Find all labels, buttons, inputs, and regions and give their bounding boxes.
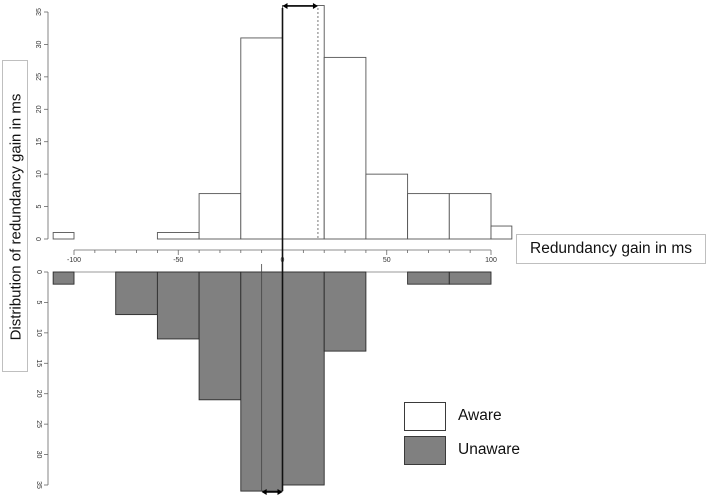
aware-difference-arrow xyxy=(282,3,318,9)
unaware-difference-arrow-head-left xyxy=(261,489,267,495)
x-tick-label--50: -50 xyxy=(173,257,183,264)
unaware-bar-0 xyxy=(52,271,75,285)
aware-bar-0 xyxy=(52,232,75,240)
aware-y-tick-label-25: 25 xyxy=(36,73,43,81)
aware-bar-3 xyxy=(240,37,283,240)
aware-bar-2 xyxy=(198,193,242,240)
aware-bar-9 xyxy=(490,225,513,240)
x-axis-label-box: Redundancy gain in ms xyxy=(516,234,706,264)
unaware-y-tick-label-5: 5 xyxy=(35,300,42,304)
unaware-bar-8 xyxy=(448,271,492,285)
unaware-bar-6 xyxy=(323,271,367,352)
y-axis-label-box: Distribution of redundancy gain in ms xyxy=(2,60,28,372)
aware-y-tick-label-30: 30 xyxy=(36,40,43,48)
aware-bar-7 xyxy=(407,193,450,240)
aware-y-tick-label-10: 10 xyxy=(36,170,43,178)
legend-swatch-aware xyxy=(404,401,446,431)
legend-item-aware: Aware xyxy=(404,400,520,432)
x-tick-label--100: -100 xyxy=(67,257,81,264)
x-axis-label: Redundancy gain in ms xyxy=(530,240,692,257)
unaware-y-tick-label-25: 25 xyxy=(35,420,42,428)
unaware-y-tick-label-15: 15 xyxy=(35,359,42,367)
aware-bar-5 xyxy=(323,56,367,240)
unaware-y-tick-label-10: 10 xyxy=(35,329,42,337)
unaware-y-tick-label-0: 0 xyxy=(35,270,42,274)
x-tick-label-100: 100 xyxy=(485,257,497,264)
unaware-bar-5 xyxy=(282,271,325,486)
unaware-difference-arrow xyxy=(261,489,283,495)
aware-bar-6 xyxy=(365,173,409,240)
aware-y-tick-label-35: 35 xyxy=(36,8,43,16)
unaware-y-tick-label-20: 20 xyxy=(35,390,42,398)
aware-bar-8 xyxy=(448,193,492,240)
unaware-histogram-panel: 0 5 10 15 20 25 30 35 xyxy=(35,270,492,492)
aware-y-tick-label-20: 20 xyxy=(36,105,43,113)
unaware-bar-7 xyxy=(407,271,450,285)
aware-y-tick-label-5: 5 xyxy=(36,205,43,209)
unaware-difference-arrow-head-right xyxy=(277,489,283,495)
aware-bar-1 xyxy=(156,232,200,240)
legend-item-unaware: Unaware xyxy=(404,434,520,466)
x-tick-label-50: 50 xyxy=(383,257,391,264)
unaware-bar-2 xyxy=(156,271,200,340)
unaware-bar-3 xyxy=(198,271,242,401)
mean-difference-annotations xyxy=(261,3,319,495)
legend: Aware Unaware xyxy=(404,400,520,468)
aware-y-tick-label-0: 0 xyxy=(36,237,43,241)
unaware-bar-1 xyxy=(115,271,158,316)
y-axis-label: Distribution of redundancy gain in ms xyxy=(7,93,25,341)
aware-difference-arrow-head-left xyxy=(282,3,288,9)
legend-label-aware: Aware xyxy=(458,407,502,424)
aware-difference-arrow-head-right xyxy=(312,3,318,9)
aware-bar-4 xyxy=(282,5,325,240)
legend-label-unaware: Unaware xyxy=(458,441,521,458)
unaware-y-tick-label-35: 35 xyxy=(35,481,42,489)
aware-y-tick-label-15: 15 xyxy=(36,138,43,146)
legend-swatch-unaware xyxy=(404,435,446,465)
unaware-y-tick-label-30: 30 xyxy=(35,451,42,459)
